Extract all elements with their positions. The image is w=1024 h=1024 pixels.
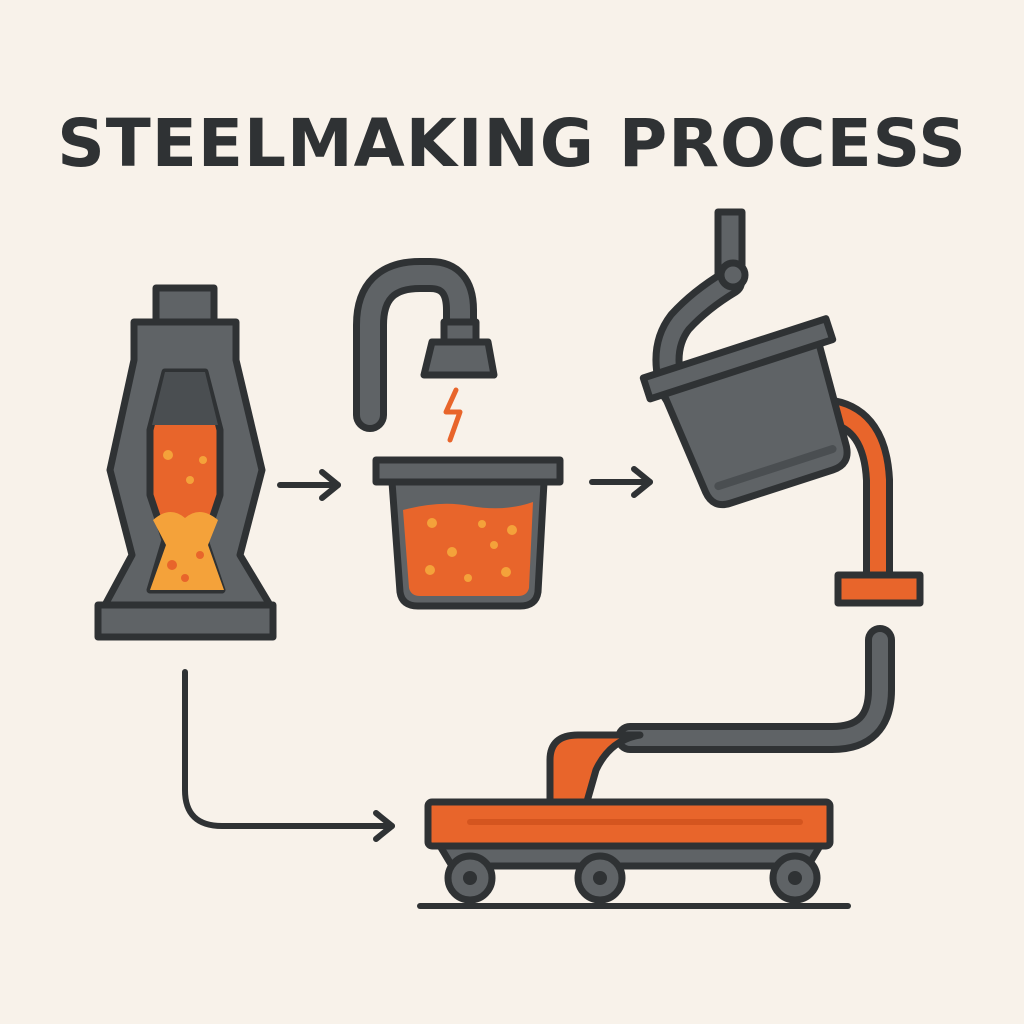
flow-arrow-furnace-to-eaf <box>277 469 341 501</box>
blast-furnace-icon <box>94 284 277 641</box>
electric-arc-furnace-icon <box>353 258 564 610</box>
pouring-ladle-icon <box>639 208 924 607</box>
flow-arrow-eaf-to-ladle <box>589 466 653 498</box>
casting-machine-icon <box>417 625 895 909</box>
flow-arrow-furnace-to-caster <box>182 669 395 842</box>
page-title: STEELMAKING PROCESS <box>57 105 967 182</box>
